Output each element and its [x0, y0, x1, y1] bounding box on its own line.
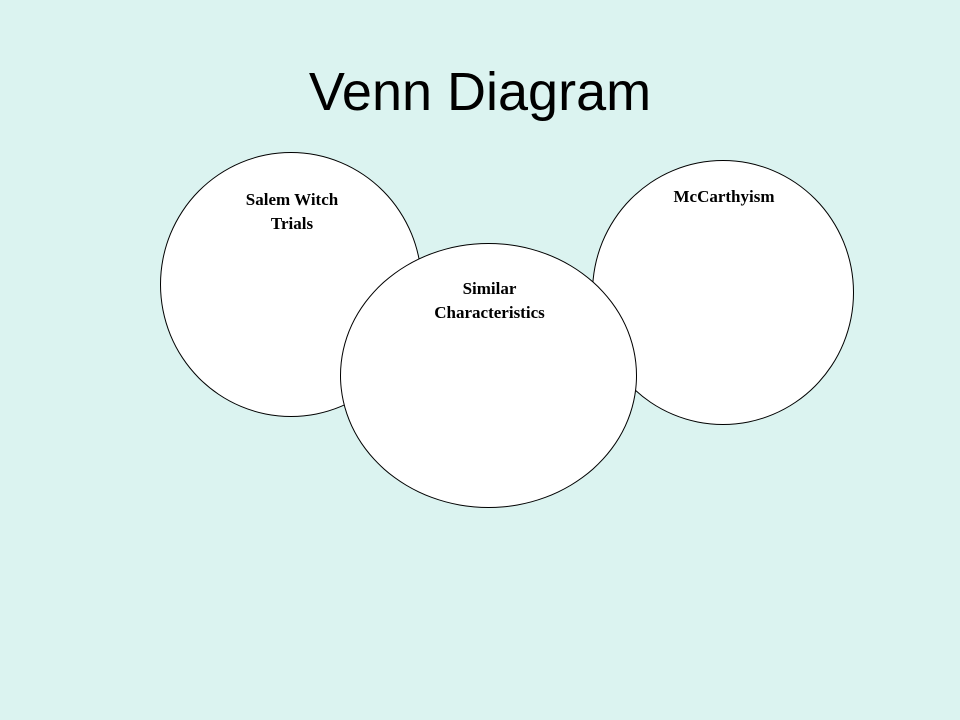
venn-label-line: Similar	[462, 279, 517, 298]
venn-label-mccarthyism: McCarthyism	[593, 185, 855, 209]
venn-circle-similar-characteristics: Similar Characteristics	[340, 243, 637, 508]
venn-label-similar-characteristics: Similar Characteristics	[341, 277, 638, 325]
venn-label-line: Trials	[270, 214, 314, 233]
venn-circle-salem-witch-trials: Salem Witch Trials	[160, 152, 422, 417]
venn-label-line: Characteristics	[434, 303, 545, 322]
venn-label-line: Salem Witch	[245, 190, 339, 209]
slide-title: Venn Diagram	[308, 62, 652, 122]
venn-label-line: McCarthyism	[673, 187, 775, 206]
venn-label-salem-witch-trials: Salem Witch Trials	[161, 188, 423, 236]
